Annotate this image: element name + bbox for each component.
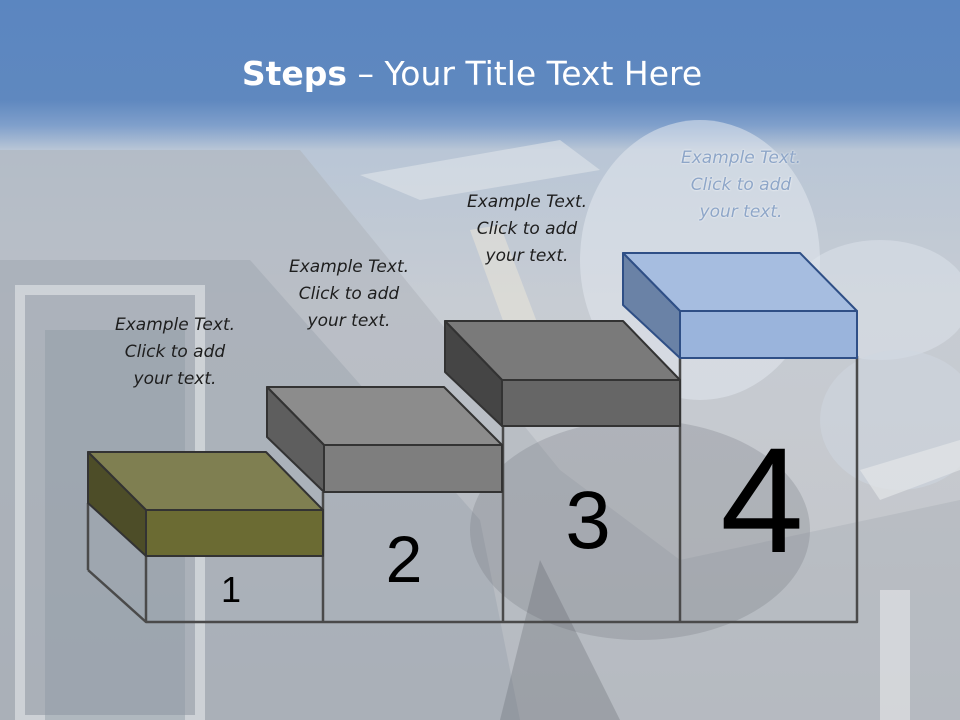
step-1-block (87, 451, 324, 557)
step-3-block (444, 320, 681, 427)
step-1-caption[interactable]: Example Text. Click to add your text. (114, 315, 236, 389)
step-3-number: 3 (565, 475, 611, 566)
step-1-number: 1 (220, 569, 242, 610)
step-3-caption[interactable]: Example Text. Click to add your text. (466, 192, 588, 266)
step-4-caption[interactable]: Example Text. Click to add your text. (680, 148, 802, 222)
step-4-block (622, 252, 858, 359)
title-bold-word: Steps (241, 54, 348, 93)
step-2-block (266, 386, 503, 493)
slide-title[interactable]: Steps – Your Title Text Here (0, 52, 944, 96)
step-2-caption[interactable]: Example Text. Click to add your text. (288, 257, 410, 331)
step-4-number: 4 (720, 416, 804, 584)
staircase-outline (87, 356, 859, 624)
step-2-number: 2 (385, 522, 423, 596)
title-rest: – Your Title Text Here (347, 54, 703, 93)
